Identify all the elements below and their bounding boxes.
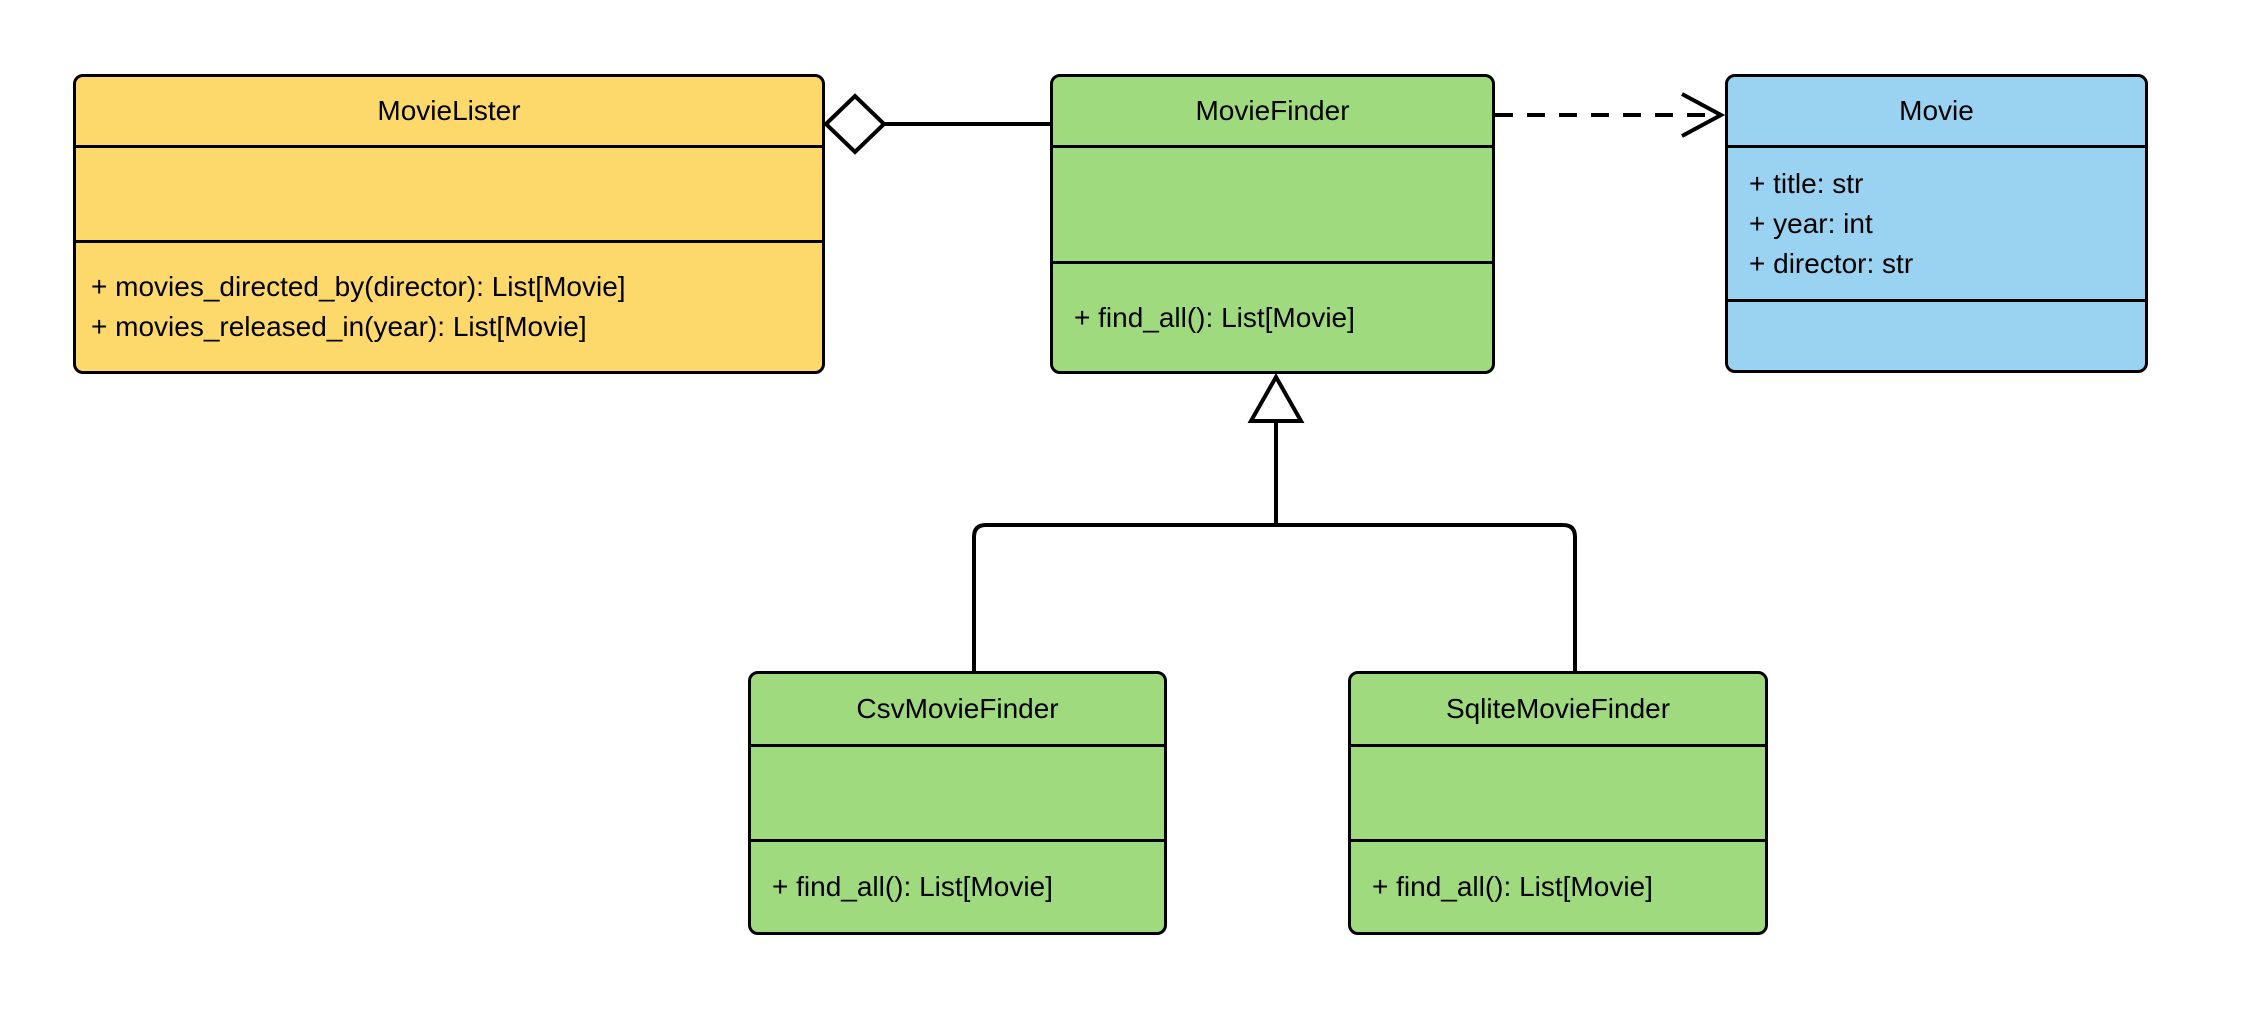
attribute-item: + title: str	[1749, 167, 1864, 199]
inheritance-triangle	[1247, 372, 1305, 423]
class-title: SqliteMovieFinder	[1351, 674, 1765, 747]
attributes-compartment	[751, 747, 1164, 842]
inheritance-branch-path	[972, 523, 1577, 671]
methods-compartment: + find_all(): List[Movie]	[1351, 842, 1765, 932]
methods-compartment: + find_all(): List[Movie]	[1053, 264, 1492, 371]
attributes-compartment: + title: str + year: int + director: str	[1728, 148, 2145, 302]
methods-compartment	[1728, 302, 2145, 370]
methods-compartment: + find_all(): List[Movie]	[751, 842, 1164, 932]
class-csvmoviefinder: CsvMovieFinder + find_all(): List[Movie]	[748, 671, 1167, 935]
method-item: + find_all(): List[Movie]	[772, 871, 1053, 902]
inheritance-connector	[972, 372, 1577, 671]
class-name-text: Movie	[1899, 95, 1974, 126]
class-sqlitemoviefinder: SqliteMovieFinder + find_all(): List[Mov…	[1348, 671, 1768, 935]
aggregation-diamond	[823, 93, 887, 155]
attribute-item: + director: str	[1749, 247, 1914, 279]
attributes-compartment	[1351, 747, 1765, 842]
method-item: + movies_directed_by(director): List[Mov…	[91, 271, 626, 302]
method-item: + movies_released_in(year): List[Movie]	[91, 311, 587, 342]
class-name-text: MovieLister	[377, 95, 521, 126]
class-title: Movie	[1728, 77, 2145, 148]
methods-compartment: + movies_directed_by(director): List[Mov…	[76, 243, 822, 371]
aggregation-connector	[823, 93, 1050, 155]
class-name-text: SqliteMovieFinder	[1445, 693, 1671, 724]
class-movielister: MovieLister + movies_directed_by(directo…	[73, 74, 825, 374]
class-title: CsvMovieFinder	[751, 674, 1164, 747]
class-title: MovieLister	[76, 77, 822, 148]
dependency-connector	[1495, 92, 1726, 138]
method-item: + find_all(): List[Movie]	[1372, 871, 1653, 902]
class-name-text: MovieFinder	[1195, 95, 1350, 126]
class-name-text: CsvMovieFinder	[856, 693, 1059, 724]
class-title: MovieFinder	[1053, 77, 1492, 148]
attributes-compartment	[76, 148, 822, 243]
method-item: + find_all(): List[Movie]	[1074, 301, 1355, 333]
attribute-item: + year: int	[1749, 207, 1873, 239]
class-movie: Movie + title: str + year: int + directo…	[1725, 74, 2148, 373]
class-moviefinder: MovieFinder + find_all(): List[Movie]	[1050, 74, 1495, 374]
dependency-arrowhead	[1681, 92, 1726, 138]
attributes-compartment	[1053, 148, 1492, 264]
